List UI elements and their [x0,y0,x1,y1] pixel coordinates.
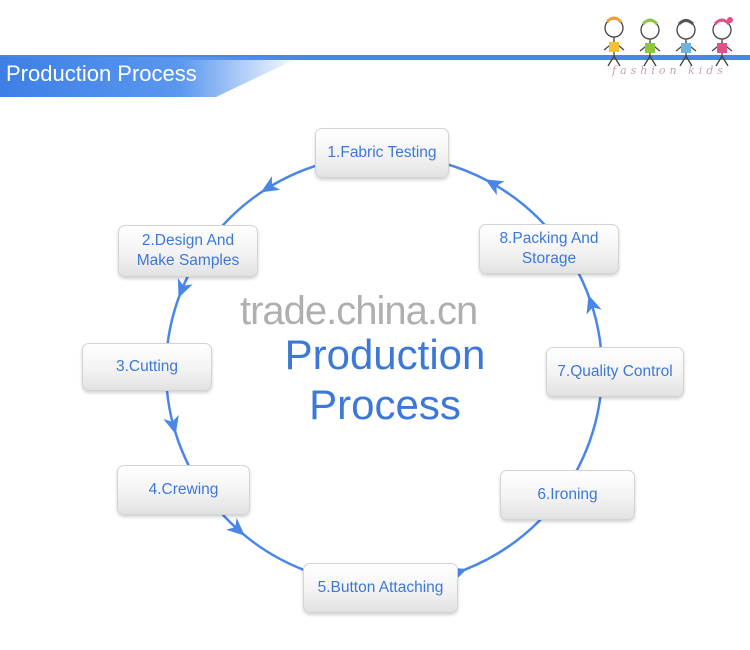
center-title-line2: Process [309,381,461,428]
step-label-line1: 6.Ironing [537,486,598,503]
step-ironing: 6.Ironing [500,470,635,520]
direction-arrow-icon [260,176,281,193]
logo-text: fashion kids [612,64,727,77]
direction-arrow-icon [485,179,505,196]
step-label-line1: 3.Cutting [115,358,179,375]
center-title-line1: Production [284,331,486,378]
step-quality-control: 7.Quality Control [546,347,684,397]
step-button-attaching: 5.Button Attaching [303,563,458,613]
step-label-line1: 4.Crewing [148,481,219,498]
step-cutting: 3.Cutting [82,343,212,391]
step-label-line1: 8.Packing And [499,230,599,247]
kids-logo-icon [603,16,733,67]
page-title: Production Process [6,61,197,86]
step-label-line1: 2.Design And [141,232,235,249]
step-label-line2: Make Samples [136,252,240,269]
step-label-line1: 7.Quality Control [557,363,673,380]
direction-arrow-icon [177,278,193,298]
step-label-line1: 1.Fabric Testing [327,144,437,161]
direction-arrow-icon [226,517,245,536]
direction-arrow-icon [163,414,179,435]
center-title: Production Process [235,330,535,430]
watermark: trade.china.cn [240,289,478,333]
header-rule [0,55,750,60]
step-crewing: 4.Crewing [117,465,250,515]
step-fabric-testing: 1.Fabric Testing [315,128,449,178]
step-label-line1: 5.Button Attaching [317,579,444,596]
direction-arrow-icon [586,295,602,315]
step-label-line2: Storage [521,250,577,267]
